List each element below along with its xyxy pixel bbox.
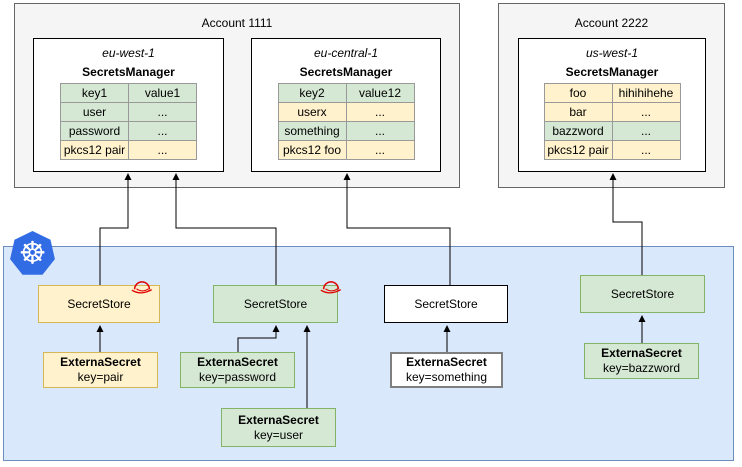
- region-name: eu-west-1: [102, 46, 155, 60]
- secret-value-cell: ...: [345, 102, 415, 122]
- externalsecret-name: ExternaSecret: [238, 412, 319, 427]
- secret-value-cell: ...: [345, 140, 415, 160]
- secretstore-2[interactable]: SecretStore: [213, 281, 342, 323]
- externalsecret-name: ExternaSecret: [406, 355, 487, 369]
- secret-value-cell: ...: [128, 140, 197, 160]
- kubernetes-icon: ☸: [10, 231, 55, 275]
- secret-value-cell: ...: [128, 121, 197, 141]
- account-title: Account 1111: [201, 16, 273, 30]
- table-row: password ...: [60, 121, 197, 141]
- secret-key-cell: user: [60, 102, 129, 122]
- secretstore-label: SecretStore: [243, 296, 308, 311]
- secret-value-cell: value1: [128, 83, 197, 103]
- table-row: key1 value1: [60, 83, 197, 103]
- region-eu-west-1-box: eu-west-1 SecretsManager key1 value1 use…: [33, 38, 224, 172]
- secret-value-cell: ...: [128, 102, 197, 122]
- account-title: Account 2222: [574, 16, 649, 30]
- secret-key-cell: key2: [277, 83, 347, 103]
- secretsmanager-label: SecretsManager: [565, 65, 659, 79]
- externalsecret-key: key=pair: [77, 370, 124, 384]
- secret-value-cell: hihihihehe: [611, 83, 681, 103]
- region-name: us-west-1: [585, 46, 638, 60]
- secret-value-cell: value12: [345, 83, 415, 103]
- secretsmanager-label: SecretsManager: [82, 65, 175, 79]
- externalsecret-something[interactable]: ExternaSecret key=something: [390, 352, 503, 388]
- externalsecret-name: ExternaSecret: [197, 355, 278, 369]
- secret-value-cell: ...: [611, 102, 681, 122]
- externalsecret-user[interactable]: ExternaSecret key=user: [221, 408, 336, 447]
- table-row: bazzword ...: [543, 121, 681, 141]
- secret-key-cell: bar: [543, 102, 613, 122]
- externalsecret-key: key=something: [405, 370, 488, 384]
- secret-value-cell: ...: [611, 121, 681, 141]
- table-row: key2 value12: [277, 83, 415, 103]
- externalsecret-name: ExternaSecret: [60, 355, 141, 369]
- secret-key-cell: password: [60, 121, 129, 141]
- table-row: bar ...: [543, 102, 681, 122]
- secret-key-cell: pkcs12 pair: [543, 140, 613, 160]
- secrets-table: key1 value1 user ... password ... pkcs12…: [60, 83, 197, 160]
- redhat-icon: [320, 281, 342, 294]
- secretstore-label: SecretStore: [67, 296, 131, 311]
- secrets-table: foo hihihihehe bar ... bazzword ... pkcs…: [543, 83, 681, 160]
- secret-value-cell: ...: [345, 121, 415, 141]
- secret-key-cell: pkcs12 pair: [60, 140, 129, 160]
- secrets-table: key2 value12 userx ... something ... pkc…: [277, 83, 415, 160]
- region-us-west-1-box: us-west-1 SecretsManager foo hihihihehe …: [518, 38, 706, 172]
- redhat-icon: [131, 281, 153, 294]
- table-row: pkcs12 foo ...: [277, 140, 415, 160]
- secretsmanager-label: SecretsManager: [299, 65, 393, 79]
- externalsecret-name: ExternaSecret: [601, 346, 682, 360]
- region-eu-central-1-box: eu-central-1 SecretsManager key2 value12…: [251, 38, 441, 172]
- region-name: eu-central-1: [313, 46, 379, 60]
- externalsecret-key: key=password: [198, 370, 277, 384]
- secretstore-3[interactable]: SecretStore: [384, 285, 508, 323]
- table-row: foo hihihihehe: [543, 83, 681, 103]
- table-row: pkcs12 pair ...: [543, 140, 681, 160]
- secret-key-cell: key1: [60, 83, 129, 103]
- svg-text:☸: ☸: [19, 236, 47, 272]
- externalsecret-key: key=user: [253, 427, 304, 442]
- externalsecret-password[interactable]: ExternaSecret key=password: [180, 352, 295, 388]
- table-row: userx ...: [277, 102, 415, 122]
- secretstore-label: SecretStore: [610, 286, 675, 301]
- secretstore-1[interactable]: SecretStore: [38, 281, 160, 323]
- externalsecret-key: key=bazzword: [602, 361, 681, 375]
- secret-key-cell: something: [277, 121, 347, 141]
- externalsecret-pair[interactable]: ExternaSecret key=pair: [43, 352, 158, 388]
- secret-key-cell: pkcs12 foo: [277, 140, 347, 160]
- externalsecret-bazzword[interactable]: ExternaSecret key=bazzword: [584, 343, 699, 379]
- table-row: pkcs12 pair ...: [60, 140, 197, 160]
- secret-value-cell: ...: [611, 140, 681, 160]
- secretstore-4[interactable]: SecretStore: [580, 275, 705, 313]
- table-row: user ...: [60, 102, 197, 122]
- secret-key-cell: bazzword: [543, 121, 613, 141]
- secret-key-cell: userx: [277, 102, 347, 122]
- secretstore-label: SecretStore: [414, 296, 478, 311]
- table-row: something ...: [277, 121, 415, 141]
- secret-key-cell: foo: [543, 83, 613, 103]
